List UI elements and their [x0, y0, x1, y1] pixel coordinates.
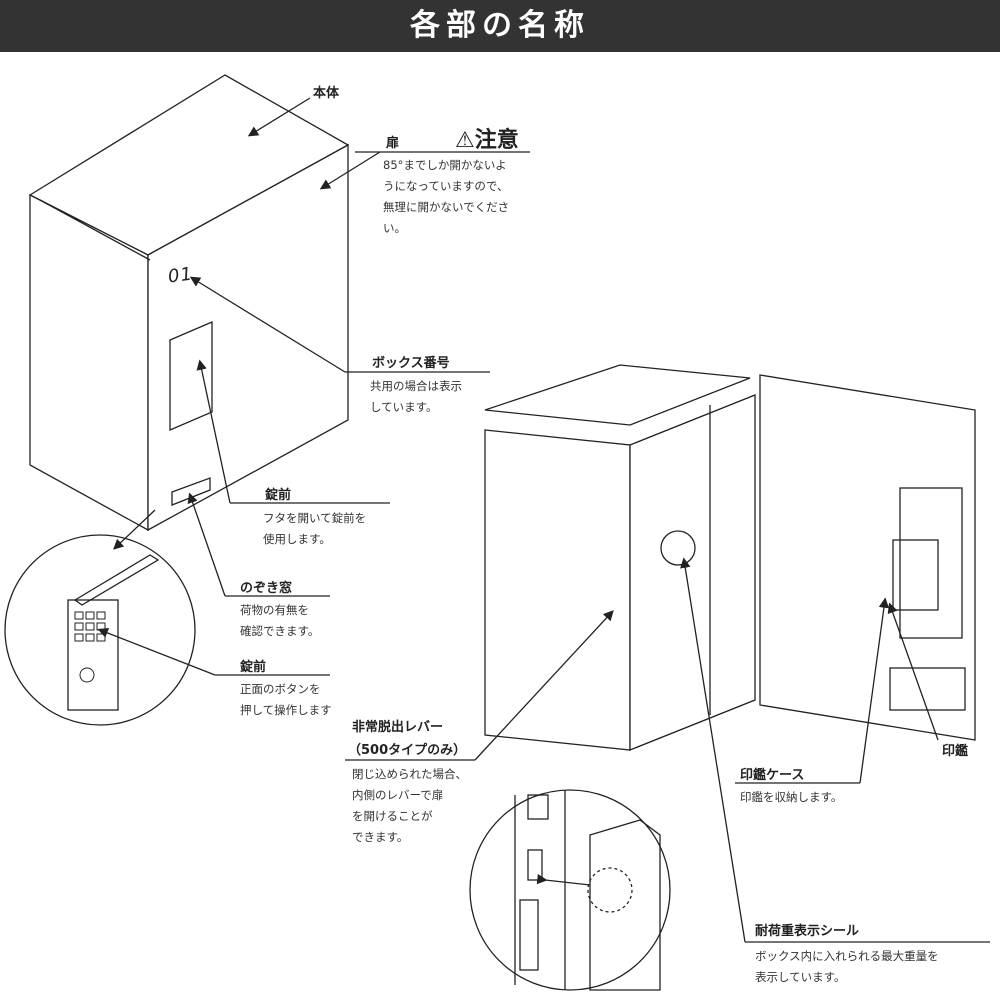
text-line: 確認できます。 [240, 624, 320, 638]
text-line: しています。 [370, 400, 438, 414]
label-load-sticker: 耐荷重表示シール [755, 924, 860, 939]
text-line: うになっていますので、 [383, 179, 509, 193]
text-line: 共用の場合は表示 [370, 379, 462, 393]
label-seal-case: 印鑑ケース [740, 768, 805, 783]
mailbox-closed [28, 74, 350, 532]
label-lock-top: 錠前 [265, 488, 292, 503]
text-line: できます。 [352, 830, 409, 844]
label-box-number: ボックス番号 [372, 356, 450, 371]
label-peep-window: のぞき窓 [240, 581, 293, 596]
text-line: ボックス内に入れられる最大重量を [755, 949, 939, 963]
label-emergency-lever: 非常脱出レバー [352, 720, 444, 735]
label-emergency-lever-note: （500タイプのみ） [348, 743, 467, 758]
text-line: フタを開いて錠前を [263, 511, 367, 525]
seal-case-description: 印鑑を収納します。 [740, 790, 843, 804]
warning-icon: ⚠ [455, 128, 475, 153]
label-door: 扉 [386, 136, 400, 151]
page-title: 各部の名称 [0, 0, 1000, 52]
lever-detail-circle [469, 789, 671, 991]
label-lock-front: 錠前 [240, 660, 267, 675]
box-number-description: 共用の場合は表示 しています。 [370, 376, 462, 418]
warning-title: 注意 [474, 128, 519, 153]
door-description: 85°までしか開かないよ うになっていますので、 無理に開かないでくださ い。 [383, 155, 509, 239]
label-body: 本体 [313, 86, 340, 101]
emergency-lever-description: 閉じ込められた場合、 内側のレバーで扉 を開けることが できます。 [352, 764, 467, 848]
text-line: 内側のレバーで扉 [352, 788, 444, 802]
text-line: 荷物の有無を [240, 603, 309, 617]
label-seal: 印鑑 [942, 744, 969, 759]
lock-front-description: 正面のボタンを 押して操作します [240, 679, 332, 721]
text-line: 無理に開かないでくださ [383, 200, 510, 214]
box-number-marking: 01 [166, 263, 195, 288]
text-line: を開けることが [352, 809, 433, 823]
lock-top-description: フタを開いて錠前を 使用します。 [263, 508, 366, 550]
warning: ⚠注意 [455, 122, 519, 154]
text-line: 正面のボタンを [240, 682, 321, 696]
text-line: い。 [383, 221, 406, 235]
text-line: 85°までしか開かないよ [383, 158, 507, 172]
text-line: 押して操作します [240, 703, 332, 717]
mailbox-open [484, 364, 976, 751]
text-line: 使用します。 [263, 532, 331, 546]
text-line: 閉じ込められた場合、 [352, 767, 467, 781]
peep-window-description: 荷物の有無を 確認できます。 [240, 600, 319, 642]
peep-window-illustration [169, 321, 213, 431]
leader-lines [97, 97, 990, 943]
load-sticker-description: ボックス内に入れられる最大重量を 表示しています。 [755, 946, 939, 988]
text-line: 表示しています。 [755, 970, 846, 984]
